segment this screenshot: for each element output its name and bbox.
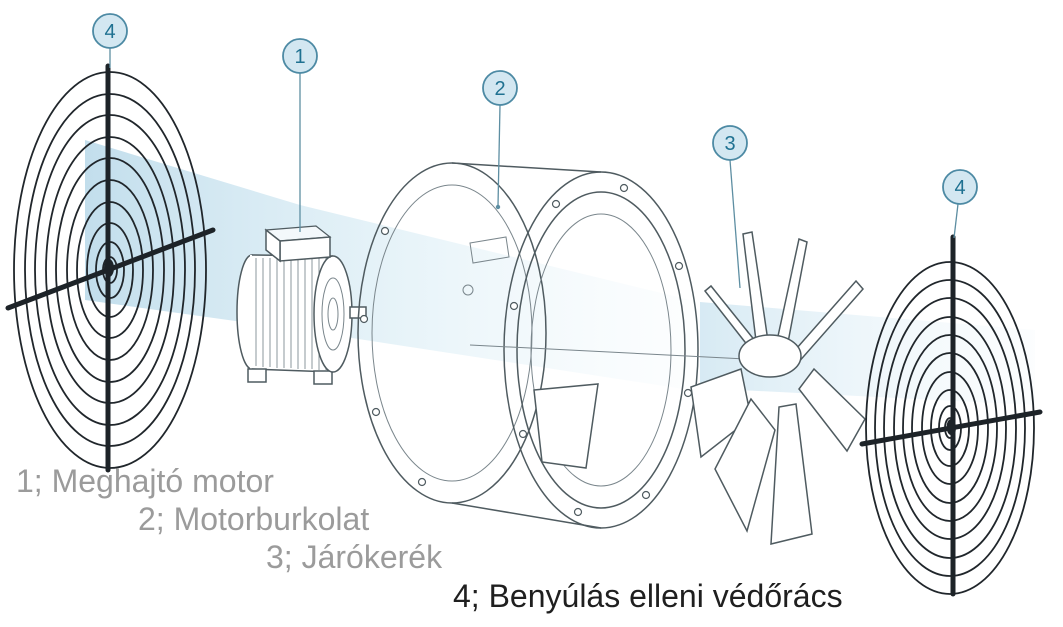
housing-top-edge bbox=[451, 162, 602, 173]
bolt-hole bbox=[619, 183, 629, 193]
legend: 1; Meghajtó motor 2; Motorburkolat 3; Já… bbox=[16, 463, 843, 614]
bolt-hole bbox=[359, 314, 369, 324]
bolt-hole bbox=[417, 477, 427, 487]
impeller-blade-wide bbox=[690, 368, 752, 459]
callout-badge-number: 1 bbox=[294, 46, 305, 68]
grille-ring bbox=[921, 371, 979, 485]
grille-ring bbox=[930, 389, 970, 467]
motor-front-ring bbox=[321, 277, 345, 351]
guard-grille-left bbox=[5, 63, 216, 473]
housing-nameplate bbox=[469, 236, 510, 264]
callout-badge-circle bbox=[92, 13, 128, 49]
legend-item-4: 4; Benyúlás elleni védőrács bbox=[453, 578, 843, 614]
leader-line-4-right bbox=[953, 203, 959, 239]
leader-lines bbox=[109, 48, 959, 289]
leader-line-3 bbox=[729, 159, 741, 289]
grille-hub bbox=[946, 419, 956, 435]
bolt-hole bbox=[641, 490, 651, 500]
impeller-blade-wide bbox=[798, 367, 866, 453]
callout-badge-number: 3 bbox=[724, 133, 735, 155]
callout-3: 3 bbox=[712, 125, 748, 161]
callout-badge-number: 4 bbox=[104, 21, 115, 43]
legend-item-2: 2; Motorburkolat bbox=[138, 501, 369, 537]
callout-badge-circle bbox=[482, 70, 518, 106]
bolt-hole bbox=[380, 226, 390, 236]
housing-port bbox=[462, 284, 474, 296]
leader-line-2 bbox=[497, 104, 501, 207]
housing-bolt-holes bbox=[359, 183, 693, 517]
terminal-box-side bbox=[265, 228, 281, 263]
housing-front-flange bbox=[503, 171, 699, 529]
bolt-hole bbox=[551, 199, 561, 209]
airflow-band-left bbox=[85, 140, 690, 390]
bolt-hole bbox=[518, 429, 528, 439]
bolt-hole bbox=[674, 261, 684, 271]
callout-2: 2 bbox=[482, 70, 518, 106]
callout-badge-circle bbox=[942, 169, 978, 205]
housing-bottom-edge bbox=[451, 502, 602, 529]
impeller-blade-wide bbox=[714, 397, 776, 534]
impeller-hub bbox=[738, 334, 802, 378]
housing-opening bbox=[530, 213, 672, 487]
callout-4-left: 4 bbox=[92, 13, 128, 49]
motor bbox=[236, 225, 367, 385]
legend-item-3: 3; Járókerék bbox=[266, 539, 443, 575]
housing-rear-flange-inner bbox=[371, 184, 533, 482]
impeller bbox=[690, 231, 866, 545]
grille-ring bbox=[902, 334, 998, 522]
motor-foot-left bbox=[247, 368, 267, 383]
housing bbox=[357, 162, 699, 529]
motor-foot-right bbox=[313, 370, 333, 385]
impeller-blade-wide bbox=[770, 403, 813, 545]
motor-mount-bracket bbox=[533, 383, 599, 469]
bolt-hole bbox=[371, 407, 381, 417]
bolt-hole bbox=[683, 388, 693, 398]
housing-front-flange-inner bbox=[516, 191, 686, 509]
terminal-box-front bbox=[279, 236, 331, 262]
leader-dot-2 bbox=[495, 204, 501, 210]
grille-ring bbox=[865, 261, 1035, 595]
bolt-hole bbox=[509, 301, 519, 311]
callout-badge-circle bbox=[282, 38, 318, 74]
motor-front-face bbox=[313, 255, 353, 373]
legend-item-1: 1; Meghajtó motor bbox=[16, 463, 274, 499]
callout-badge-number: 2 bbox=[494, 78, 505, 100]
motor-bearing bbox=[327, 297, 339, 331]
grille-ring bbox=[883, 297, 1017, 559]
grille-ring bbox=[874, 279, 1026, 577]
grille-ring bbox=[911, 352, 989, 504]
guard-grille-right bbox=[859, 234, 1043, 597]
bolt-hole bbox=[573, 507, 583, 517]
callout-badge-circle bbox=[712, 125, 748, 161]
callout-4-right: 4 bbox=[942, 169, 978, 205]
callout-1: 1 bbox=[282, 38, 318, 74]
callout-badge-number: 4 bbox=[954, 177, 965, 199]
grille-hub bbox=[104, 259, 114, 277]
grille-ring bbox=[893, 316, 1007, 540]
callout-badges: 4 1 2 3 4 bbox=[92, 13, 978, 205]
shaft-axis-line bbox=[469, 344, 767, 361]
